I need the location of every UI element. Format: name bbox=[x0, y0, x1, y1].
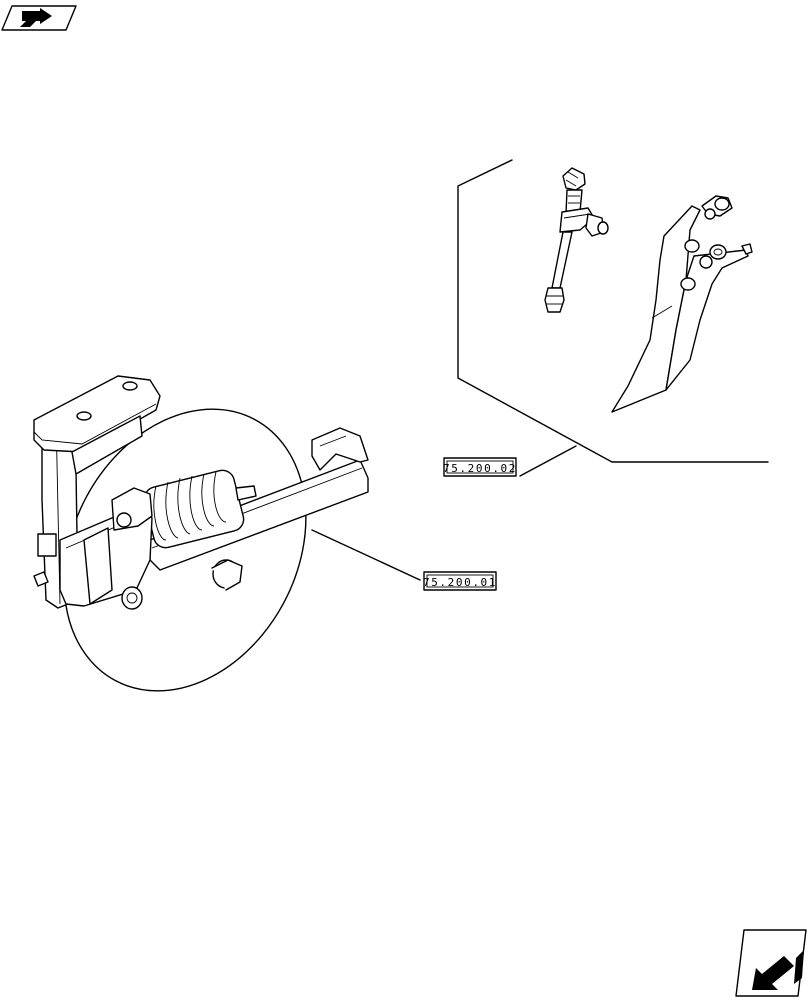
tension-spring bbox=[143, 469, 257, 549]
opener-shoe bbox=[611, 195, 753, 413]
ref-box-75-200-01[interactable]: 75.200.01 bbox=[423, 571, 497, 591]
ref-label-75-200-02: 75.200.02 bbox=[443, 462, 517, 475]
hose-assembly bbox=[544, 167, 609, 313]
mount-plate bbox=[33, 375, 161, 475]
book-arrow-icon[interactable] bbox=[1, 5, 77, 31]
ref-box-75-200-02[interactable]: 75.200.02 bbox=[443, 457, 517, 477]
back-arrow-icon[interactable] bbox=[735, 929, 807, 997]
ref-label-75-200-01: 75.200.01 bbox=[423, 576, 497, 589]
detail-inset-frame bbox=[457, 159, 769, 463]
leader-75-200-01 bbox=[311, 529, 421, 581]
clamp-block bbox=[59, 487, 153, 610]
arm-bar bbox=[149, 427, 369, 591]
leader-75-200-02 bbox=[519, 445, 577, 477]
